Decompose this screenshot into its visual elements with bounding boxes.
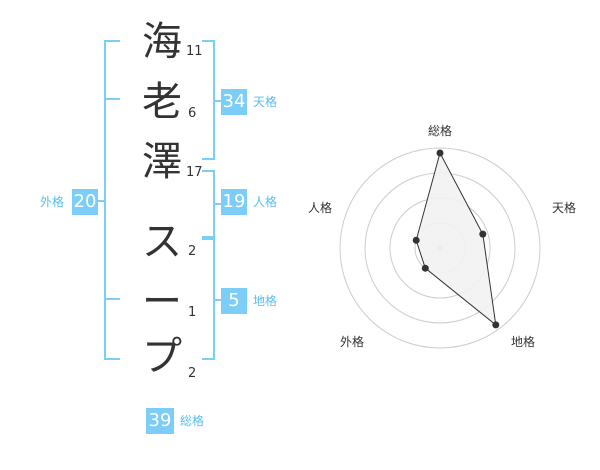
radar-grid-ring — [339, 147, 541, 349]
radar-axis-label-chikaku: 地格 — [511, 335, 536, 349]
name-char-1: 海 — [142, 19, 182, 65]
stroke-count-6: 2 — [188, 366, 197, 381]
radar-point-3 — [492, 321, 500, 329]
chikaku-badge: 5 — [221, 288, 247, 314]
name-char-6: プ — [142, 334, 182, 380]
jinkaku-label: 人格 — [253, 195, 278, 209]
tenkaku-label: 天格 — [253, 95, 278, 109]
chikaku-bracket — [202, 238, 215, 360]
gaikaku-badge: 20 — [72, 189, 98, 215]
stroke-count-1: 11 — [186, 44, 203, 59]
jinkaku-bracket-tick — [215, 203, 222, 205]
soukaku-badge: 39 — [146, 408, 174, 434]
radar-data-polygon — [415, 151, 497, 327]
gaikaku-bracket-tick-mid — [98, 200, 104, 202]
name-char-4: ス — [142, 219, 182, 265]
radar-axis-label-soukaku: 総格 — [428, 124, 453, 138]
jinkaku-bracket — [202, 170, 215, 238]
soukaku-label: 総格 — [180, 414, 205, 428]
gaikaku-bracket — [104, 40, 120, 360]
radar-point-5 — [412, 236, 420, 244]
radar-axis-label-gaikaku: 外格 — [340, 335, 365, 349]
stroke-count-2: 6 — [188, 106, 197, 121]
chikaku-label: 地格 — [253, 294, 278, 308]
name-char-2: 老 — [142, 79, 182, 125]
radar-axis-label-tenkaku: 天格 — [552, 201, 577, 215]
radar-axis-label-jinkaku: 人格 — [308, 201, 333, 215]
stroke-count-3: 17 — [186, 165, 203, 180]
gaikaku-label: 外格 — [40, 195, 65, 209]
gaikaku-bracket-tick-top — [104, 98, 120, 100]
tenkaku-bracket — [202, 40, 215, 160]
radar-point-1 — [436, 149, 444, 157]
jinkaku-badge: 19 — [221, 189, 247, 215]
stroke-count-5: 1 — [188, 305, 197, 320]
name-char-5: ー — [142, 279, 182, 325]
chikaku-bracket-tick — [215, 299, 222, 301]
radar-point-4 — [421, 264, 429, 272]
name-char-3: 澤 — [142, 139, 182, 185]
radar-point-2 — [479, 230, 487, 238]
tenkaku-bracket-tick — [215, 100, 222, 102]
tenkaku-badge: 34 — [221, 89, 247, 115]
stroke-count-4: 2 — [188, 244, 197, 259]
gaikaku-bracket-tick-bottom — [104, 298, 120, 300]
